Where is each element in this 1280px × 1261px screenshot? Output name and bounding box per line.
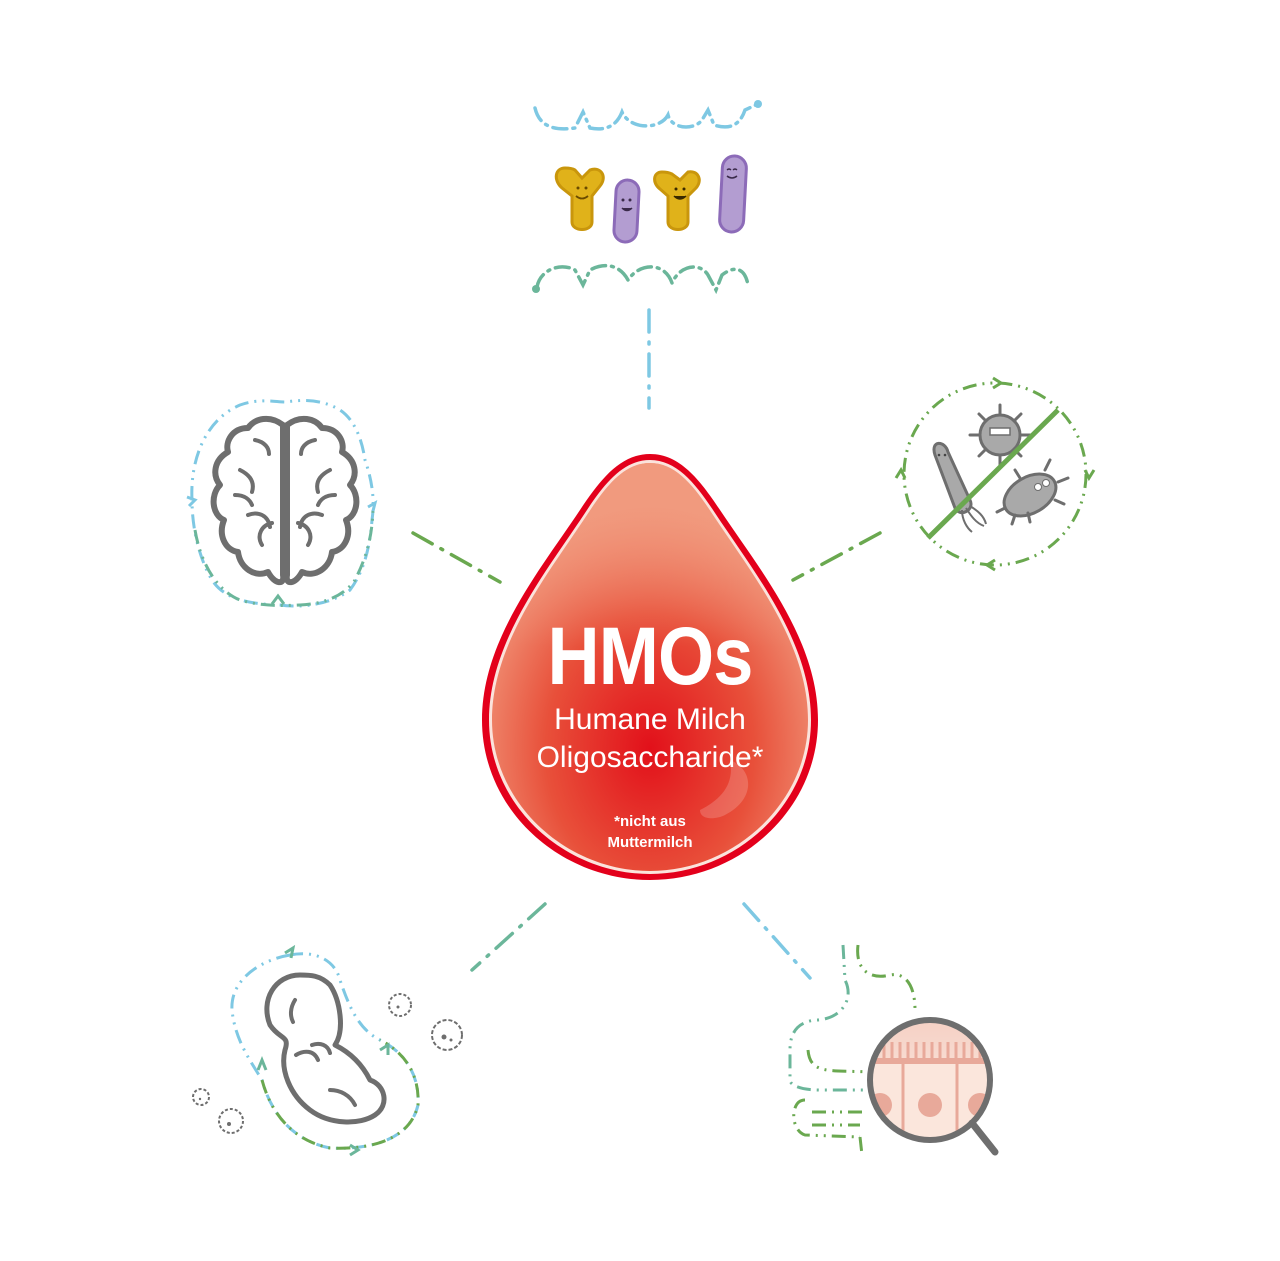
footnote-line2: Muttermilch: [607, 834, 693, 851]
brain-icon: [186, 398, 378, 608]
baby-immune-icon: [192, 944, 463, 1157]
connector-lines: [411, 308, 882, 980]
no-pathogens-icon: [894, 376, 1096, 572]
hmo-title: HMOs: [547, 611, 754, 702]
hmo-subtitle-line1: Humane Milch: [554, 703, 746, 736]
magnifier-lens: [867, 1017, 999, 1156]
footnote-line1: *nicht aus: [614, 813, 686, 830]
intestine-magnifier-icon: [788, 944, 917, 1156]
gut-bacteria-icon: [532, 100, 762, 295]
hmo-subtitle-line2: Oligosaccharide*: [536, 741, 764, 774]
hmo-drop: [482, 454, 818, 880]
